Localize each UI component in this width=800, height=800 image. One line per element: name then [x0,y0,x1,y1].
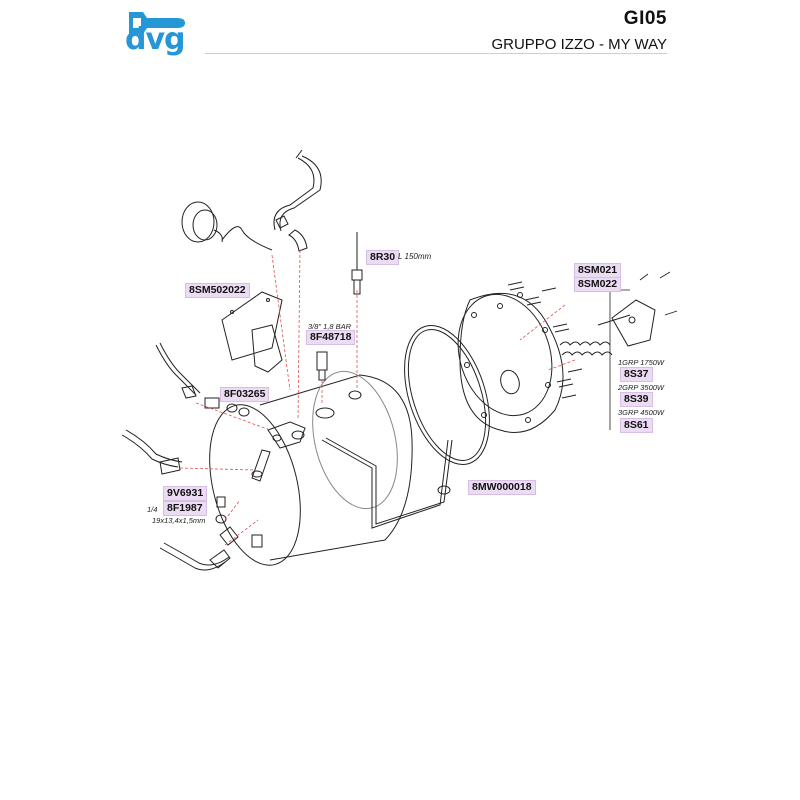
part-note-f1987-size: 1/4 [147,505,158,514]
part-note-s39: 2GRP 3500W [618,383,664,392]
part-label-f03265: 8F03265 [220,387,270,402]
safety-valve [316,351,328,381]
gasket-ring [404,325,490,465]
heating-flange [457,292,564,433]
page-code: GI05 [623,8,667,29]
part-note-s61: 3GRP 4500W [618,408,664,417]
part-label-r30: 8R30 [366,250,400,265]
heating-element [559,299,656,356]
pressure-switch [221,291,283,373]
part-note-r30: L 150mm [398,252,432,261]
return-tube [321,437,453,529]
part-note-f48718: 3/8" 1,8 BAR [308,322,352,331]
flange-bolts [507,271,678,399]
part-label-v6931: 9V6931 [163,486,208,501]
part-label-mw000018: 8MW000018 [468,480,536,495]
part-label-s37: 8S37 [620,367,653,382]
pressure-gauge [181,201,273,251]
part-label-sm502022: 8SM502022 [185,283,250,298]
bottom-pipe [159,526,239,571]
left-pipe-lower [121,429,183,475]
header-divider [205,53,667,54]
part-label-s61: 8S61 [620,418,653,433]
part-label-sm021: 8SM021 [574,263,622,278]
page-title: GRUPPO IZZO - MY WAY [491,36,667,53]
part-label-f1987: 8F1987 [163,501,207,516]
level-probe [351,232,363,295]
part-label-sm022: 8SM022 [574,277,622,292]
brand-name: dvg [125,22,186,57]
part-label-s39: 8S39 [620,392,653,407]
side-nipple [251,449,271,482]
part-label-f48718: 8F48718 [306,330,356,345]
upper-pipe [273,149,322,252]
assembly-leaders [179,249,576,546]
left-pipe-upper [155,342,250,417]
t-fitting [267,421,306,449]
dvg-logo-icon [129,12,185,34]
boiler-tank [209,370,413,566]
part-note-f1987-dims: 19x13,4x1,5mm [152,516,206,525]
part-note-s37: 1GRP 1750W [618,358,664,367]
